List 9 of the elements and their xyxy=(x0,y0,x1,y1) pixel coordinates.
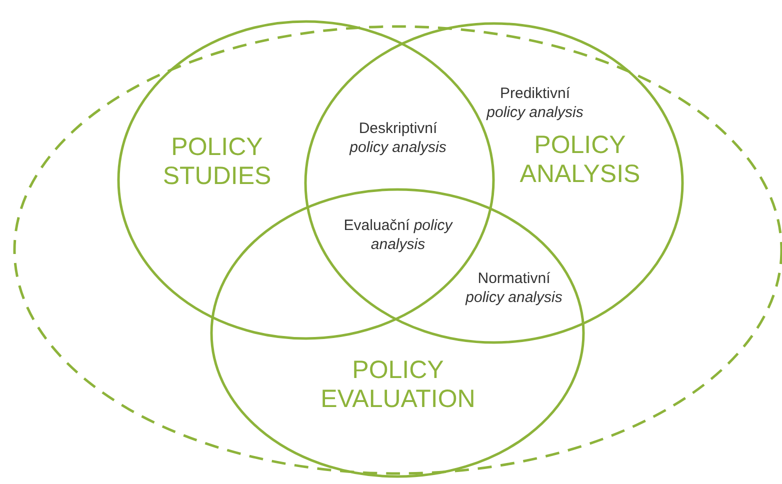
region-label: Normativní policy analysis xyxy=(464,269,564,307)
region-title: POLICY STUDIES xyxy=(162,133,272,191)
circle-region xyxy=(210,188,585,478)
region-label: Prediktivní policy analysis xyxy=(485,84,584,122)
region-title: POLICY ANALYSIS xyxy=(518,131,642,189)
region-title: POLICY EVALUATION xyxy=(320,356,476,414)
circle-region xyxy=(304,22,684,344)
region-label: Evaluační policy analysis xyxy=(342,216,454,254)
region-label: Deskriptivní policy analysis xyxy=(348,119,448,157)
